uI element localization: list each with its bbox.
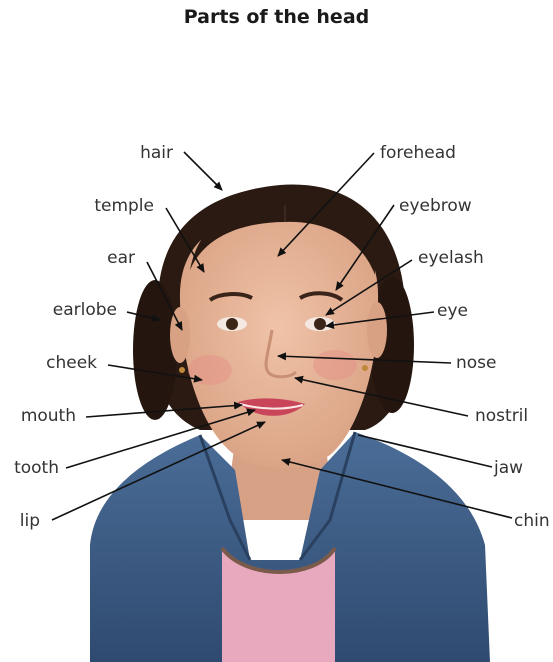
- label-tooth: tooth: [14, 458, 59, 478]
- label-lip: lip: [20, 511, 40, 531]
- arrow-hair: [184, 152, 222, 190]
- label-chin: chin: [514, 511, 550, 531]
- label-mouth: mouth: [21, 406, 76, 426]
- label-nose: nose: [456, 353, 497, 373]
- label-hair: hair: [140, 143, 173, 163]
- label-cheek: cheek: [46, 353, 97, 373]
- label-jaw: jaw: [494, 458, 523, 478]
- label-eye: eye: [437, 301, 468, 321]
- label-earlobe: earlobe: [53, 300, 117, 320]
- label-nostril: nostril: [475, 406, 528, 426]
- label-forehead: forehead: [380, 143, 456, 163]
- label-eyelash: eyelash: [418, 248, 484, 268]
- label-eyebrow: eyebrow: [399, 196, 472, 216]
- label-ear: ear: [107, 248, 135, 268]
- label-temple: temple: [94, 196, 154, 216]
